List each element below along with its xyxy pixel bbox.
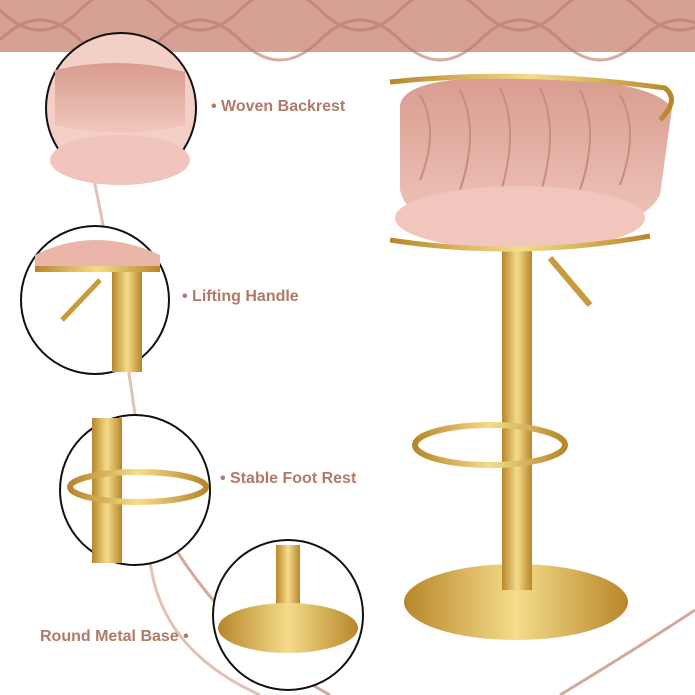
detail-handle <box>20 225 170 375</box>
bar-stool <box>389 73 674 640</box>
label-round-metal-base: Round Metal Base • <box>40 628 189 645</box>
label-lifting-handle: • Lifting Handle <box>182 288 299 305</box>
label-woven-backrest: • Woven Backrest <box>211 98 346 115</box>
detail-backrest <box>45 32 197 185</box>
detail-base <box>212 539 364 691</box>
label-stable-foot-rest: • Stable Foot Rest <box>220 470 357 487</box>
detail-footrest <box>59 414 211 566</box>
